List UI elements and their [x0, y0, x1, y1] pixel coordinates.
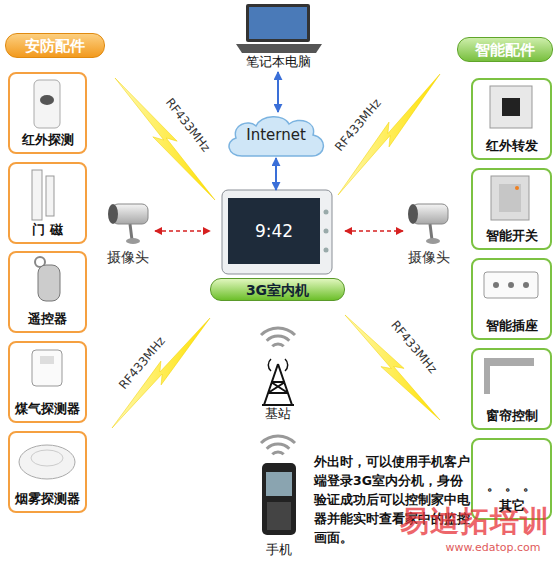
accessory-box: 门 磁 — [8, 162, 87, 244]
internet-cloud: Internet — [222, 112, 330, 158]
node-text: 摄像头 — [408, 249, 450, 267]
switch-panel — [499, 184, 521, 212]
camera-lens — [408, 204, 418, 224]
node-text: 智能插座 — [486, 318, 538, 338]
curtain-rail-icon — [484, 358, 534, 366]
camera-base — [126, 238, 140, 244]
node-text: 3G室内机 — [210, 278, 345, 301]
switch-led — [515, 186, 519, 190]
accessory-box: 红外转发 — [471, 78, 552, 160]
phone-keypad — [267, 502, 291, 530]
switch-icon — [491, 176, 529, 220]
smoke-detector-icon — [19, 445, 75, 479]
pir-sensor-icon — [34, 80, 60, 128]
watermark: 易迪拓培训 — [392, 502, 558, 542]
watermark: www.edatop.com — [430, 541, 556, 554]
socket-hole — [508, 282, 514, 288]
accessory-box: 智能开关 — [471, 168, 552, 250]
cloud-shape — [229, 117, 323, 156]
remote-icon — [38, 265, 60, 301]
node-text: 遥控器 — [28, 311, 67, 331]
accessory-box: 遥控器 — [8, 251, 87, 333]
socket-icon — [484, 272, 538, 298]
laptop-base — [236, 44, 322, 53]
rf-bolts — [112, 74, 440, 428]
phone-body — [262, 463, 296, 535]
accessory-box: 煤气探测器 — [8, 341, 87, 423]
socket-hole — [523, 282, 529, 288]
indoor-unit: 9:42 3G室内机 — [210, 190, 345, 302]
ir-relay-icon — [490, 86, 532, 128]
door-sensor-icon — [32, 170, 42, 220]
pir-lens — [40, 95, 54, 105]
smoke-detector-ring — [31, 450, 63, 466]
accessory-box: 红外探测 — [8, 72, 87, 154]
group-tab: 智能配件 — [457, 37, 553, 62]
node-text: 红外探测 — [22, 132, 74, 152]
phone-screen — [266, 472, 292, 496]
accessory-box: 智能插座 — [471, 258, 552, 340]
camera-stand — [130, 224, 132, 240]
tower-symbol — [262, 359, 294, 405]
device-button — [324, 229, 329, 234]
socket-hole — [493, 282, 499, 288]
laptop-display — [249, 7, 307, 39]
camera-stand — [430, 224, 432, 240]
node-text: 窗帘控制 — [486, 408, 538, 428]
connector-arrow — [155, 230, 210, 232]
camera-lens — [108, 204, 118, 224]
camera-base — [426, 238, 440, 244]
phone-node: 手机 — [255, 460, 303, 560]
signal-waves — [261, 328, 295, 454]
group-tab: 安防配件 — [5, 33, 105, 58]
accessory-box: 窗帘控制 — [471, 348, 552, 430]
node-text: 门 磁 — [32, 222, 63, 242]
node-text: Internet — [246, 127, 306, 143]
node-text: 智能配件 — [475, 42, 535, 58]
door-magnet-icon — [46, 176, 54, 216]
signal-label: RF433MHz — [383, 312, 445, 382]
laptop-screen — [246, 4, 310, 42]
device-screen — [228, 198, 320, 264]
device-body — [222, 190, 332, 274]
node-text: 摄像头 — [107, 249, 149, 267]
device-button — [324, 248, 329, 253]
node-text: 红外转发 — [486, 138, 538, 158]
connector-arrow — [277, 72, 279, 112]
node-text: 智能开关 — [486, 228, 538, 248]
node-text: 其它 — [499, 498, 525, 518]
connector-arrow — [345, 230, 403, 232]
signal-label: RF433MHz — [327, 90, 389, 160]
camera-node: 摄像头 — [403, 195, 455, 267]
node-text: 笔记本电脑 — [246, 54, 311, 72]
node-text: 煤气探测器 — [15, 401, 80, 421]
base-station: 基站 — [255, 352, 301, 424]
gas-detector-icon — [32, 350, 62, 386]
ir-relay-panel — [502, 98, 520, 116]
gas-detector-grille — [40, 356, 54, 364]
device-button — [324, 210, 329, 215]
node-text: 。 。 。 — [487, 478, 535, 498]
node-text: 烟雾探测器 — [15, 491, 80, 511]
signal-label: RF433MHz — [111, 328, 173, 398]
node-text: 手机 — [266, 542, 292, 560]
laptop-node: 笔记本电脑 — [230, 0, 326, 72]
node-text: 安防配件 — [25, 38, 85, 54]
node-text: 基站 — [265, 406, 291, 424]
signal-label: RF433MHz — [158, 89, 218, 161]
node-text: 9:42 — [228, 198, 320, 264]
connector-arrow — [275, 158, 277, 190]
accessory-box: 烟雾探测器 — [8, 431, 87, 513]
camera-node: 摄像头 — [100, 195, 155, 267]
curtain-motor-icon — [484, 358, 490, 394]
